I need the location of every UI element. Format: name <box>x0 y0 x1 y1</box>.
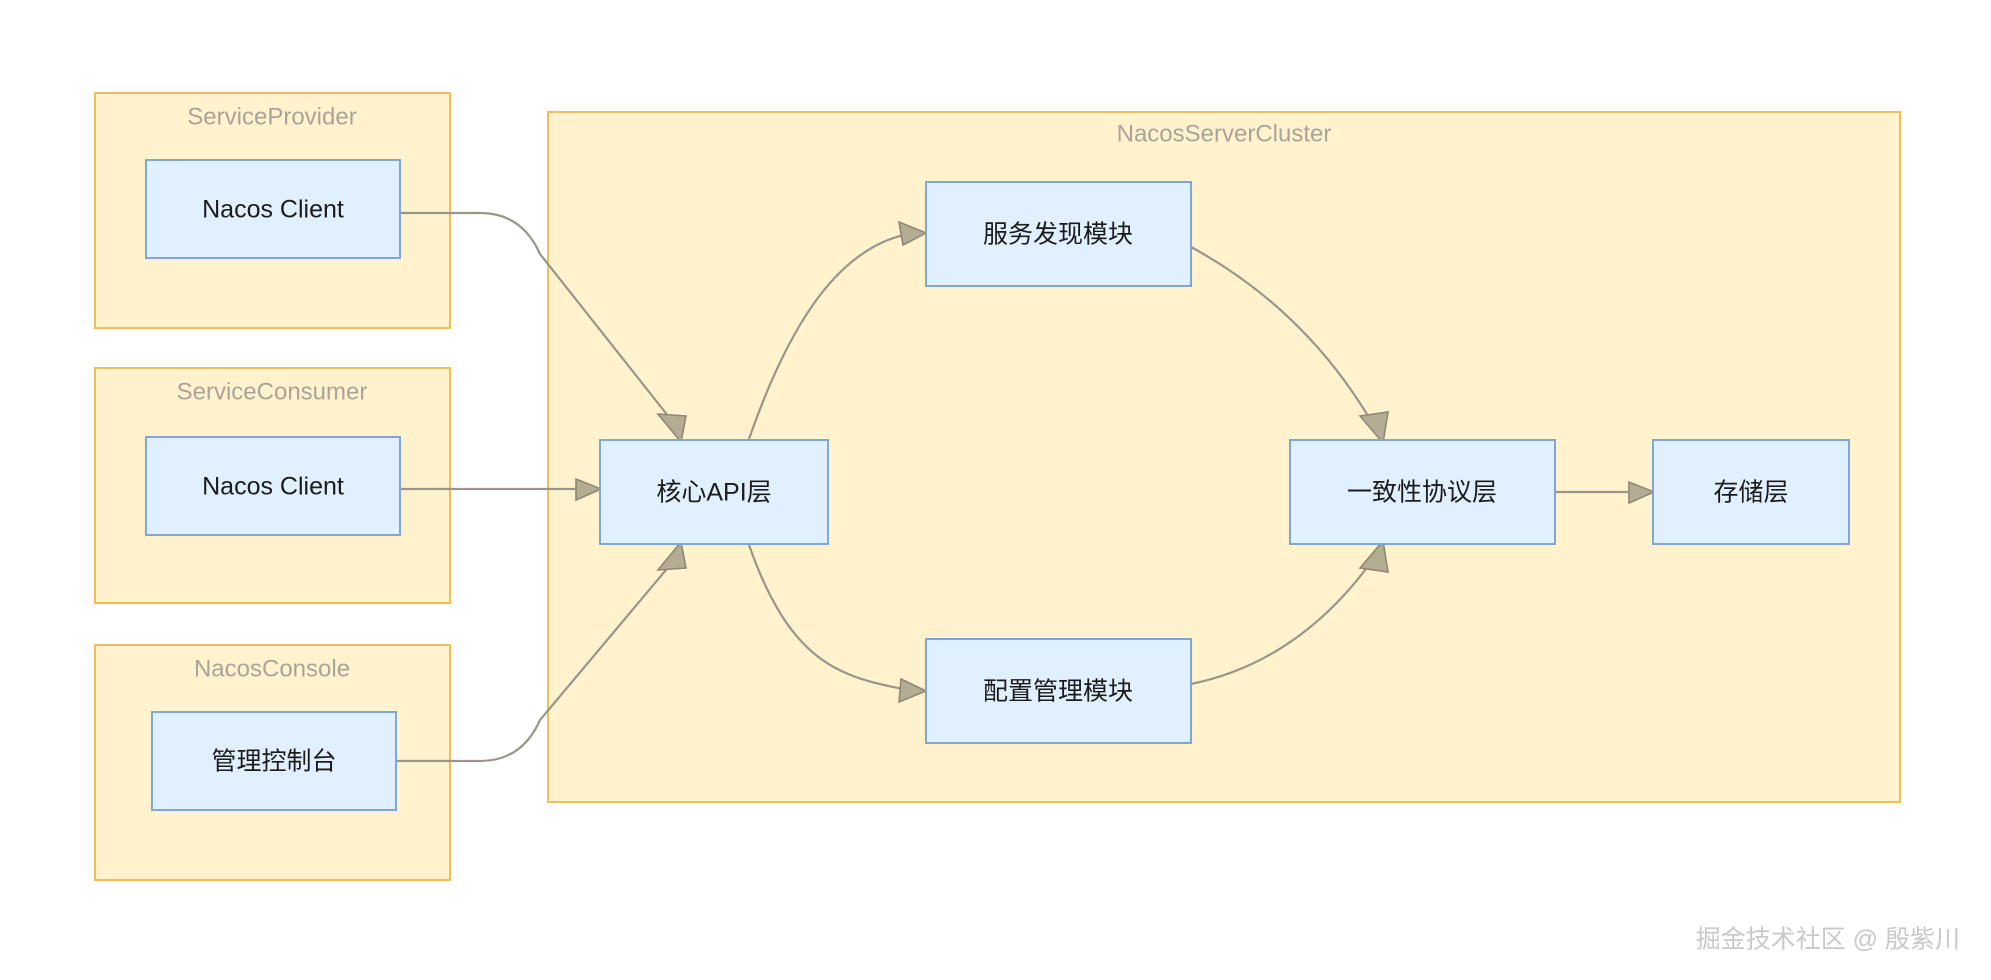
node-core-api-layer[interactable]: 核心API层 <box>599 439 829 545</box>
edge-layer <box>396 211 1657 763</box>
node-consumer-nacos-client-label: Nacos Client <box>202 473 344 501</box>
edge-service-discovery-to-consistency-line <box>1190 246 1375 427</box>
edge-consistency-to-storage <box>1555 480 1657 505</box>
node-service-discovery-module-box[interactable] <box>925 181 1192 287</box>
node-config-management-module-label: 配置管理模块 <box>983 678 1133 706</box>
group-nacos-console-label: NacosConsole <box>194 655 350 682</box>
node-provider-nacos-client-label: Nacos Client <box>202 196 344 224</box>
edge-core-api-to-config-management-line <box>746 541 909 692</box>
watermark-label: 掘金技术社区 @ 殷紫川 <box>1696 926 1960 954</box>
node-service-discovery-module[interactable]: 服务发现模块 <box>925 181 1192 287</box>
node-config-management-module-box[interactable] <box>925 638 1192 744</box>
node-consistency-protocol-layer-box[interactable] <box>1289 439 1556 545</box>
edge-console-to-core-api <box>396 540 687 763</box>
edge-config-management-to-consistency-arrowhead <box>1358 539 1389 573</box>
node-service-discovery-module-label: 服务发现模块 <box>983 221 1133 249</box>
edge-core-api-to-config-management-arrowhead <box>898 677 928 704</box>
edge-consistency-to-storage-arrowhead <box>1628 480 1657 505</box>
group-nacos-server-cluster-label: NacosServerCluster <box>1117 120 1332 147</box>
edge-core-api-to-config-management <box>746 541 928 704</box>
node-provider-nacos-client[interactable]: Nacos Client <box>145 159 401 259</box>
node-provider-nacos-client-box[interactable] <box>145 159 401 259</box>
node-storage-layer-box[interactable] <box>1652 439 1850 545</box>
edge-consumer-to-core-api <box>400 477 604 502</box>
node-consistency-protocol-layer[interactable]: 一致性协议层 <box>1289 439 1556 545</box>
edge-core-api-to-service-discovery <box>746 220 928 443</box>
node-config-management-module[interactable]: 配置管理模块 <box>925 638 1192 744</box>
edge-config-management-to-consistency-line <box>1190 557 1375 686</box>
node-storage-layer[interactable]: 存储层 <box>1652 439 1850 545</box>
node-consumer-nacos-client-box[interactable] <box>145 436 401 536</box>
node-management-console-label: 管理控制台 <box>211 748 336 776</box>
node-storage-layer-label: 存储层 <box>1713 479 1788 507</box>
node-management-console-box[interactable] <box>151 711 397 811</box>
edge-console-to-core-api-arrowhead <box>656 540 687 571</box>
edge-provider-to-core-api-line <box>400 211 677 427</box>
edge-core-api-to-service-discovery-line <box>746 232 909 443</box>
node-consumer-nacos-client[interactable]: Nacos Client <box>145 436 401 536</box>
group-service-provider-label: ServiceProvider <box>187 103 356 130</box>
node-layer: Nacos Client Nacos Client 管理控制台 服务发现模块 核… <box>145 159 1850 811</box>
edge-core-api-to-service-discovery-arrowhead <box>897 220 928 247</box>
node-consistency-protocol-layer-label: 一致性协议层 <box>1347 479 1497 507</box>
node-core-api-layer-box[interactable] <box>599 439 829 545</box>
edge-service-discovery-to-consistency <box>1190 246 1389 445</box>
node-core-api-layer-label: 核心API层 <box>656 479 771 507</box>
edge-console-to-core-api-line <box>396 557 677 763</box>
edge-service-discovery-to-consistency-arrowhead <box>1358 411 1389 445</box>
edge-consumer-to-core-api-arrowhead <box>575 477 604 502</box>
node-management-console[interactable]: 管理控制台 <box>151 711 397 811</box>
edge-provider-to-core-api-arrowhead <box>656 413 687 444</box>
group-service-consumer-label: ServiceConsumer <box>177 378 368 405</box>
edge-provider-to-core-api <box>400 211 687 444</box>
edge-config-management-to-consistency <box>1190 539 1389 686</box>
